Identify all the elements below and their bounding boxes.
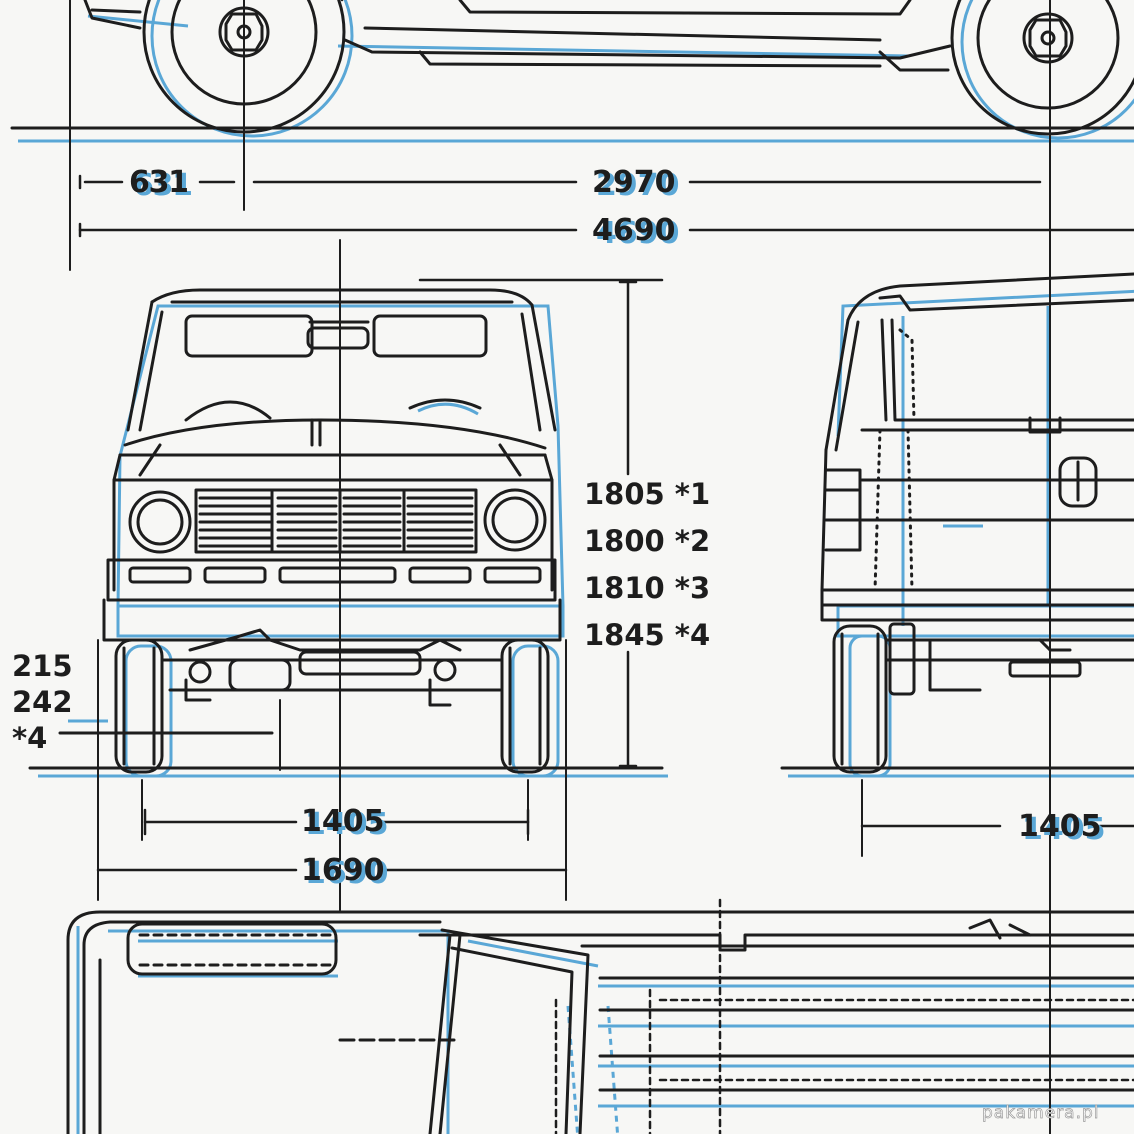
side-view [10,0,1134,281]
front-track-label: 1405 [301,804,385,839]
dimension-labels: 631 631 2970 2970 4690 4690 1805 *1 1800… [12,165,1106,891]
width-label: 1690 [301,853,385,888]
plan-hidden-lines [554,898,1134,1134]
clearance-2-label: 242 [12,685,73,719]
length-dimensions [78,174,1134,238]
front-dimensions [96,0,664,911]
front-overhang-label: 631 [129,165,189,200]
watermark: pakamera.pl [982,1103,1100,1123]
front-overhang-shadow: 631 [133,168,193,203]
clearance-3-label: *4 [12,721,47,755]
height-1-label: 1805 *1 [584,477,710,511]
rear-bumper [820,588,1134,622]
width-shadow: 1690 [305,856,389,891]
front-right-tyre [500,638,550,774]
height-3-label: 1810 *3 [584,571,710,605]
height-4-label: 1845 *4 [584,618,710,652]
front-roof [150,288,534,307]
rear-left-tyre [832,624,888,774]
length-label: 4690 [592,213,676,248]
rear-roof [846,272,1134,322]
plan-outline [66,910,1134,1134]
rear-hidden-lines [873,328,1122,642]
right-headlight [483,488,547,552]
length-shadow: 4690 [596,216,680,251]
rear-view [780,239,1134,1134]
wheelbase-label: 2970 [592,165,676,200]
front-track-shadow: 1405 [305,807,389,842]
left-headlight [128,490,192,554]
front-bumper [106,558,557,602]
clearance-1-label: 215 [12,649,73,683]
front-left-tyre [114,638,164,774]
wheelbase-shadow: 2970 [596,168,680,203]
rear-track-shadow: 1405 [1022,812,1106,847]
front-grille [194,488,478,554]
height-2-label: 1800 *2 [584,524,710,558]
front-view [28,288,664,774]
plan-view [66,910,1134,1134]
ink-layer [10,0,1134,1134]
rear-track-label: 1405 [1018,809,1102,844]
rear-wheel [950,0,1134,136]
